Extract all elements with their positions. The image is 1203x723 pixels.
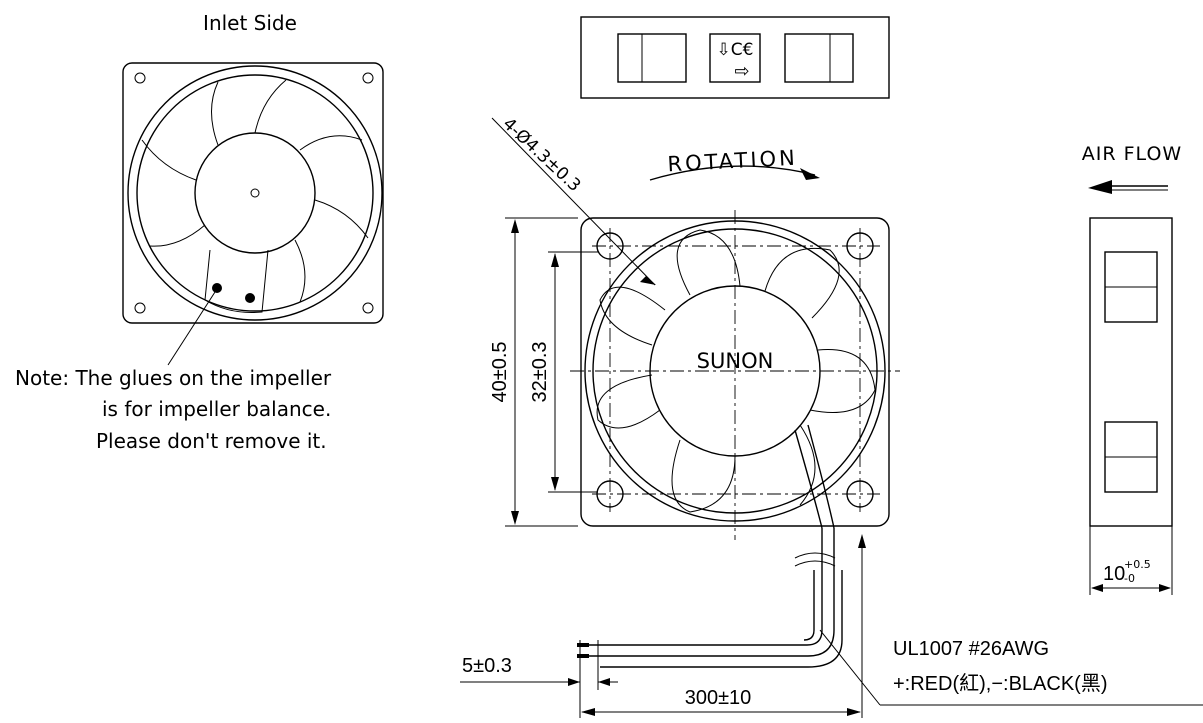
inlet-note-line-3: Please don't remove it.	[96, 429, 327, 453]
note-leader-line	[167, 291, 216, 366]
thickness-tol-plus: +0.5	[1124, 558, 1151, 571]
inlet-side-title: Inlet Side	[203, 11, 297, 35]
lead-length-label: 300±10	[685, 687, 752, 709]
side-frame	[1089, 217, 1173, 527]
label-window-left	[617, 33, 687, 83]
front-view: ROTATION 4-Ø4.3±0.3 SUNON	[489, 114, 900, 540]
inlet-fan-ring-outer	[127, 65, 383, 321]
wire-lower	[803, 570, 815, 641]
certification-mark	[709, 33, 761, 83]
airflow-arrow	[1088, 180, 1168, 194]
inlet-frame	[122, 62, 384, 324]
inlet-note-line-2: is for impeller balance.	[102, 397, 331, 421]
spec-leader-line	[819, 629, 881, 706]
inlet-note-line-1: Note: The glues on the impeller	[15, 366, 332, 390]
inlet-mount-hole-br	[362, 302, 374, 314]
strip-length-label: 5±0.3	[462, 655, 512, 677]
rotation-arrowhead	[800, 168, 820, 180]
hole-leader-line	[491, 117, 656, 286]
wire-break-mark	[794, 552, 836, 559]
hole-dimension-label: 4-Ø4.3±0.3	[499, 114, 585, 196]
inlet-fan-ring-inner	[136, 74, 374, 312]
wire-polarity-label: +:RED(紅),−:BLACK(黑)	[893, 672, 1107, 695]
brand-label: SUNON	[697, 349, 774, 373]
thickness-base: 10	[1103, 563, 1125, 585]
side-view: AIR FLOW 10 +0.5 -0	[1082, 143, 1182, 595]
rotation-arc	[649, 165, 816, 181]
inlet-mount-hole-tl	[134, 72, 146, 84]
inlet-blades	[141, 79, 369, 313]
wire-spec-label: UL1007 #26AWG	[893, 638, 1049, 660]
hole-spacing-label: 32±0.3	[529, 341, 551, 402]
inlet-mount-hole-tr	[362, 72, 374, 84]
inlet-side-view: Inlet Side Note: The glues on the impell…	[15, 11, 384, 453]
wire-exit-path	[794, 429, 823, 529]
airflow-label: AIR FLOW	[1082, 143, 1182, 165]
wire-leads: 5±0.3 300±10 UL1007 #26AWG +:RED(紅),−:BL…	[460, 528, 1203, 718]
thickness-tol-minus: -0	[1124, 572, 1135, 585]
label-box: ⇩C€ ⇨	[580, 16, 890, 99]
wire-upper	[600, 528, 823, 646]
front-blades	[596, 229, 876, 513]
inlet-mount-hole-bl	[134, 302, 146, 314]
inlet-hub	[194, 132, 316, 254]
glue-dot-2	[245, 293, 255, 303]
front-fan-ring-inner	[592, 228, 878, 514]
glue-dot-1	[212, 283, 222, 293]
label-window-right	[784, 33, 854, 83]
outer-dimension-label: 40±0.5	[489, 341, 511, 402]
front-fan-ring-outer	[584, 220, 886, 522]
direction-arrow-glyph: ⇨	[734, 61, 749, 82]
ce-mark-text: ⇩C€	[717, 40, 754, 60]
inlet-hub-center	[250, 188, 260, 198]
